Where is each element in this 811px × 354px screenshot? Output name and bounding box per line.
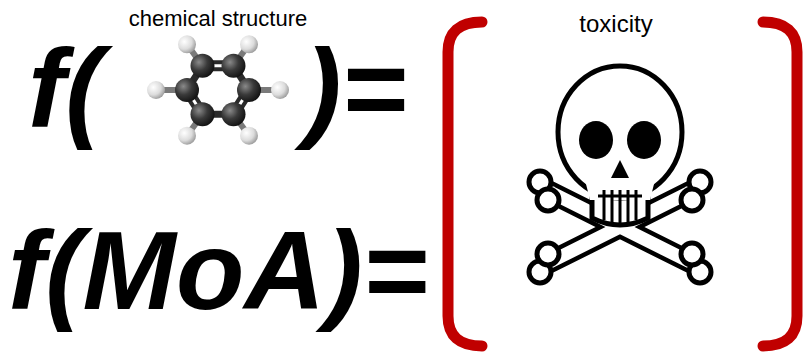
skull-crossbones <box>529 66 711 283</box>
atom <box>147 81 165 99</box>
atom <box>271 81 289 99</box>
atom <box>191 102 215 126</box>
right-bracket <box>763 22 797 346</box>
atom <box>237 78 261 102</box>
left-bracket <box>448 22 482 346</box>
function-symbol: f( <box>28 33 103 145</box>
atom <box>178 35 196 53</box>
function-formula: f(MoA)= <box>8 215 428 327</box>
equals-symbol: )= <box>304 33 407 145</box>
benzene-molecule <box>147 35 289 144</box>
atom <box>178 127 196 145</box>
atom <box>191 54 215 78</box>
atom <box>240 35 258 53</box>
caption-label: chemical structure <box>129 8 308 30</box>
caption-label: toxicity <box>576 12 655 36</box>
atom <box>175 78 199 102</box>
atom <box>240 127 258 145</box>
atom <box>222 102 246 126</box>
atom <box>222 54 246 78</box>
